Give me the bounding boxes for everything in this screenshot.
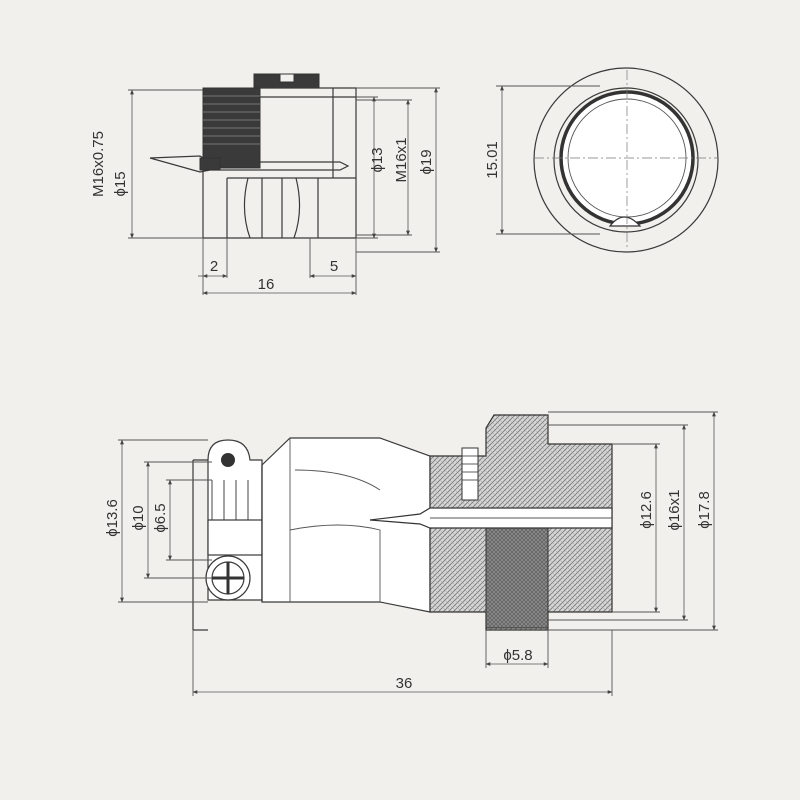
body-outline	[260, 87, 357, 179]
dim-2: 2	[210, 258, 218, 275]
receptacle-front-view: 15.01	[484, 67, 719, 253]
nut-notch	[279, 73, 295, 83]
plug-assembly-view: ϕ13.6 ϕ10 ϕ6.5 ϕ12.6 ϕ16x1 ϕ17.8 ϕ5.8 36	[104, 411, 718, 696]
dim-phi5-8: ϕ5.8	[503, 647, 532, 664]
dim-m16x1: M16x1	[393, 137, 410, 182]
screw-cross	[212, 562, 244, 594]
key-notch	[608, 216, 642, 227]
dim-phi10: ϕ10	[130, 505, 147, 530]
dim-phi17-8: ϕ17.8	[696, 491, 713, 529]
inner-ring	[553, 87, 699, 233]
dim-phi12-6: ϕ12.6	[638, 491, 655, 529]
dim-phi15: ϕ15	[112, 171, 129, 196]
dim-36: 36	[396, 675, 413, 692]
clamp-left	[192, 459, 208, 631]
dim-phi16x1: ϕ16x1	[666, 490, 683, 531]
dim-5: 5	[330, 258, 338, 275]
dim-15-01: 15.01	[484, 141, 501, 179]
barrel	[243, 177, 301, 239]
clamp-band	[207, 519, 263, 556]
dim-phi13-6: ϕ13.6	[104, 499, 121, 537]
pin-solder-cup	[199, 157, 221, 171]
outer-ring	[533, 67, 719, 253]
dim-phi19: ϕ19	[418, 149, 435, 174]
dim-m16x075: M16x0.75	[90, 131, 107, 197]
dim-phi13: ϕ13	[369, 147, 386, 172]
clamp-hole	[221, 453, 235, 467]
insert-section	[485, 527, 549, 629]
receptacle-side-view: M16x0.75 ϕ15 ϕ13 M16x1 ϕ19 2 5 16	[90, 73, 440, 295]
dim-16: 16	[258, 276, 275, 293]
lower-body	[202, 168, 357, 238]
dim-phi6-5: ϕ6.5	[152, 503, 169, 532]
set-screw-cavity	[461, 447, 479, 501]
